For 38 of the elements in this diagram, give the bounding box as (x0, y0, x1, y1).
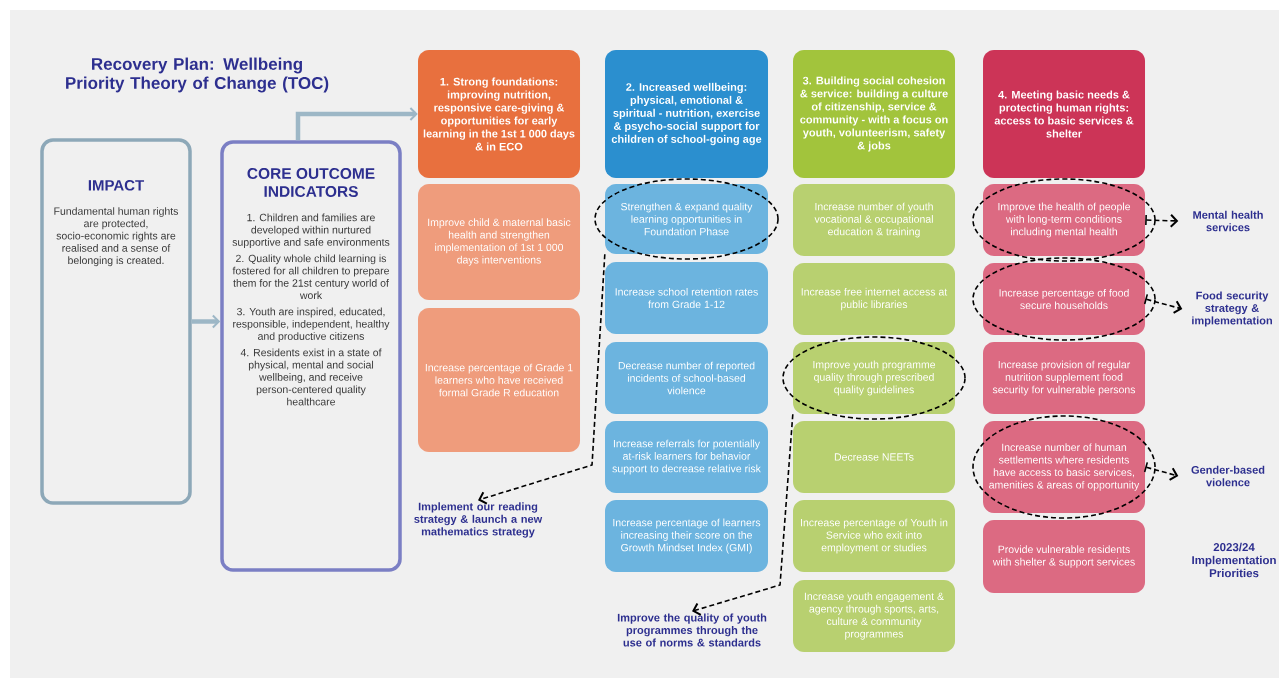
priority-text: Improve the quality of youth programmes through the use of norms & standards (617, 613, 767, 647)
priority-header-box: 4. Meeting basic needs & protecting human rights: access to basic services & shelter (983, 50, 1145, 178)
priority-text: Mental health services (1193, 210, 1263, 232)
target-box: Improve the health of people with long-term conditions including mental health (983, 184, 1145, 256)
priority-header-box: 2. Increased wellbeing: physical, emotional & spiritual - nutrition, exercise & psycho-social support for children of school-going age (605, 50, 768, 178)
target-box: Increase number of human settlements where residents have access to basic services, amenities & areas of opportunity (983, 421, 1145, 513)
target-box: Increase number of youth vocational & occupational education & training (793, 184, 955, 256)
arrow (191, 314, 221, 329)
target-box: Increase provision of regular nutrition supplement food security for vulnerable persons (983, 342, 1145, 414)
impact-box: IMPACT Fundamental human rights are protected, socio-economic rights are realised and a sense of belonging is created. (40, 138, 192, 505)
target-box: Decrease NEETs (793, 421, 955, 493)
priority-text: Food security strategy & implementation (1192, 291, 1272, 327)
target-box: Increase youth engagement & agency through sports, arts, culture & community programmes (793, 580, 955, 652)
priority-text: Implement our reading strategy & launch a new mathematics strategy (414, 502, 543, 538)
dashed-arrow (1145, 213, 1179, 228)
target-box: Improve youth programme quality through prescribed quality guidelines (793, 342, 955, 414)
priority-header-box: 1. Strong foundations: improving nutrition, responsive care-giving & opportunities for early learning in the 1st 1 000 days & in ECO (418, 50, 580, 178)
title: Recovery Plan: Wellbeing Priority Theory of Change (TOC) (66, 57, 329, 93)
target-box: Increase free internet access at public libraries (793, 263, 955, 335)
dashed-arrow (1143, 293, 1183, 314)
dashed-arrow (692, 413, 794, 616)
priority-header-box: 3. Building social cohesion & service: building a culture of citizenship, service & community - with a focus on youth, volunteerism, safety & jobs (793, 50, 955, 178)
target-box: Increase percentage of Grade 1 learners who have received formal Grade R education (418, 308, 580, 452)
indicator-box: CORE OUTCOME INDICATORS 1. Children and families are developed within nurtured supportive and safe environments 2. Quality whole child learning is fostered for all children to prepare them for the 21st century world of work 3. Youth are inspired, educated, responsible, independent, healthy and productive citizens 4. Residents exist in a state of physical, mental and social wellbeing, and receive person-centered quality healthcare (220, 140, 402, 572)
priority-text: Gender-based violence (1191, 465, 1265, 487)
target-box: Provide vulnerable residents with shelter & support services (983, 520, 1145, 593)
target-box: Increase percentage of learners increasing their score on the Growth Mindset Index (GMI) (605, 500, 768, 572)
target-box: Increase referrals for potentially at-risk learners for behavior support to decrease relative risk (605, 421, 768, 493)
target-box: Strengthen & expand quality learning opportunities in Foundation Phase (605, 184, 768, 254)
target-box: Improve child & maternal basic health and strengthen implementation of 1st 1 000 days interventions (418, 184, 580, 300)
dashed-arrow (478, 253, 606, 505)
target-box: Decrease number of reported incidents of school-based violence (605, 342, 768, 414)
target-box: Increase percentage of food secure households (983, 263, 1145, 335)
dashed-arrow (1143, 461, 1179, 481)
arrow (295, 107, 418, 141)
year-label: 2023/24 Implementation Priorities (1192, 542, 1276, 578)
target-box: Increase percentage of Youth in Service who exit into employment or studies (793, 500, 955, 572)
target-box: Increase school retention rates from Grade 1-12 (605, 262, 768, 334)
